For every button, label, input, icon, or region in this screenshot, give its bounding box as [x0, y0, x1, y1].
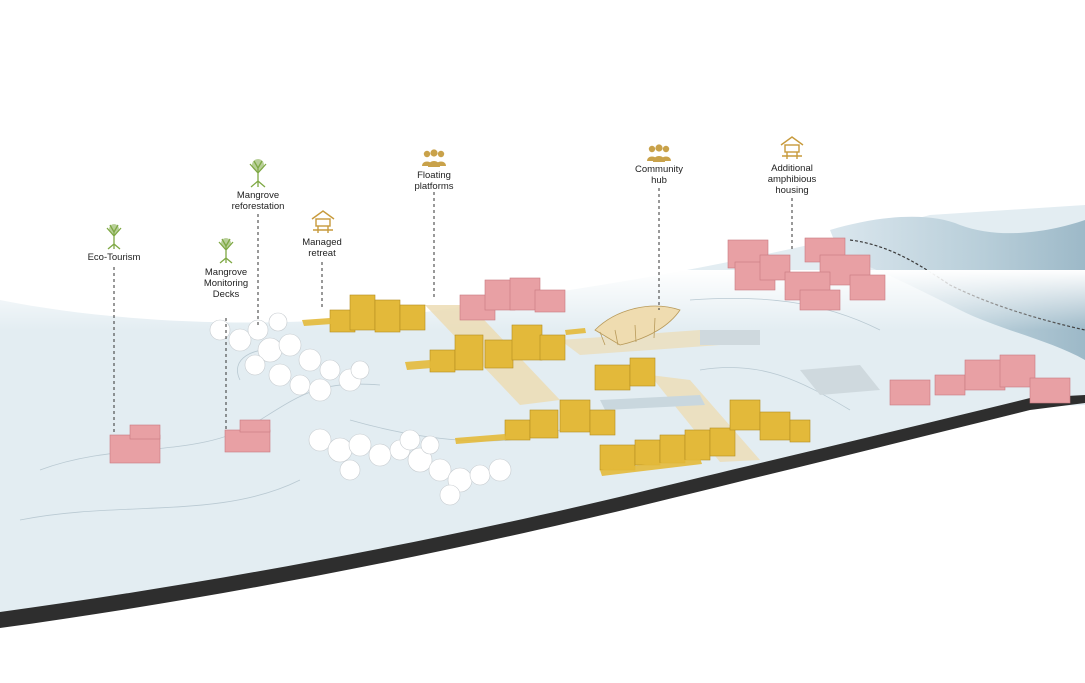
label-mangrove-reforestation: Mangrove reforestation [226, 190, 290, 212]
label-floating-platforms: Floating platforms [406, 170, 462, 192]
label-line: reforestation [231, 201, 285, 212]
label-line: retreat [308, 248, 336, 259]
pink-buildings [109, 237, 1071, 464]
people-group-icon [421, 149, 447, 174]
label-line: Monitoring [203, 278, 249, 289]
label-line: Floating [417, 170, 451, 181]
mangrove-tree-icon [103, 222, 125, 255]
label-additional-amphibious-housing: Additional amphibious housing [760, 163, 824, 196]
label-line: Additional [771, 163, 813, 174]
label-mangrove-monitoring-decks: Mangrove Monitoring Decks [196, 267, 256, 300]
label-line: Community [634, 164, 684, 175]
mangrove-trees [209, 312, 512, 506]
label-line: Decks [212, 289, 240, 300]
label-line: amphibious [767, 174, 817, 185]
label-managed-retreat: Managed retreat [297, 237, 347, 259]
terrain-edge [0, 395, 1085, 628]
label-line: Mangrove [204, 267, 248, 278]
label-line: Managed [302, 237, 342, 248]
leader-lines [113, 188, 793, 435]
label-line: Mangrove [236, 190, 280, 201]
label-eco-tourism: Eco-Tourism [84, 252, 144, 263]
label-line: housing [775, 185, 809, 196]
people-group-icon [646, 144, 672, 169]
label-line: Eco-Tourism [87, 252, 141, 263]
mangrove-tree-icon [246, 158, 270, 193]
stilt-house-icon [779, 134, 805, 165]
stilt-house-icon [310, 208, 336, 239]
label-line: platforms [414, 181, 454, 192]
label-line: hub [651, 175, 667, 186]
yellow-decks [302, 318, 702, 476]
yellow-buildings [329, 294, 811, 471]
community-hub-structure [594, 305, 681, 346]
mangrove-tree-icon [215, 236, 237, 269]
label-community-hub: Community hub [629, 164, 689, 186]
